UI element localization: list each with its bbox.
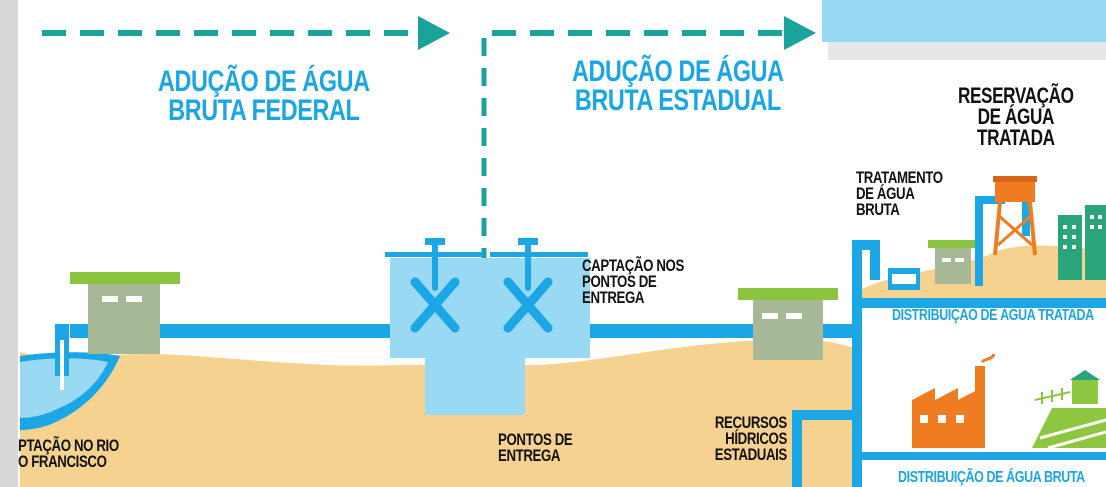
reservoir [390, 258, 590, 358]
header-box [822, 0, 1106, 42]
building-icon [753, 298, 823, 360]
section-title-reservacao: RESERVAÇÃO DE ÁGUA TRATADA [958, 83, 1074, 150]
valve-icon [503, 239, 553, 333]
label-captacao-pontos: CAPTAÇÃO NOS PONTOS DE ENTREGA [582, 256, 684, 308]
city-icon [1058, 205, 1106, 280]
valve-icon [410, 239, 460, 333]
label-tratamento: TRATAMENTO DE ÁGUA BRUTA [856, 168, 943, 220]
water-tower-icon [993, 176, 1037, 256]
label-recursos: RECURSOS HÍDRICOS ESTADUAIS [714, 413, 788, 465]
factory-icon [912, 353, 996, 448]
farm-icon [1032, 370, 1106, 450]
section-title-federal: ADUÇÃO DE ÁGUA BRUTA FEDERAL [158, 65, 370, 127]
section-title-estadual: ADUÇÃO DE ÁGUA BRUTA ESTADUAL [572, 55, 784, 117]
arrow-right-icon [784, 16, 816, 50]
label-captacao-rio: PTAÇÃO NO RIO O FRANCISCO [18, 436, 119, 472]
building-icon [88, 282, 160, 354]
arrow-right-icon [418, 16, 450, 50]
label-distribuicao-bruta: DISTRIBUIÇÃO DE ÁGUA BRUTA [898, 469, 1085, 486]
label-distribuicao-tratada: DISTRIBUIÇÃO DE ÁGUA TRATADA [892, 307, 1094, 324]
label-pontos-entrega: PONTOS DE ENTREGA [498, 430, 573, 466]
building-icon [935, 248, 971, 284]
left-fade [0, 0, 18, 487]
